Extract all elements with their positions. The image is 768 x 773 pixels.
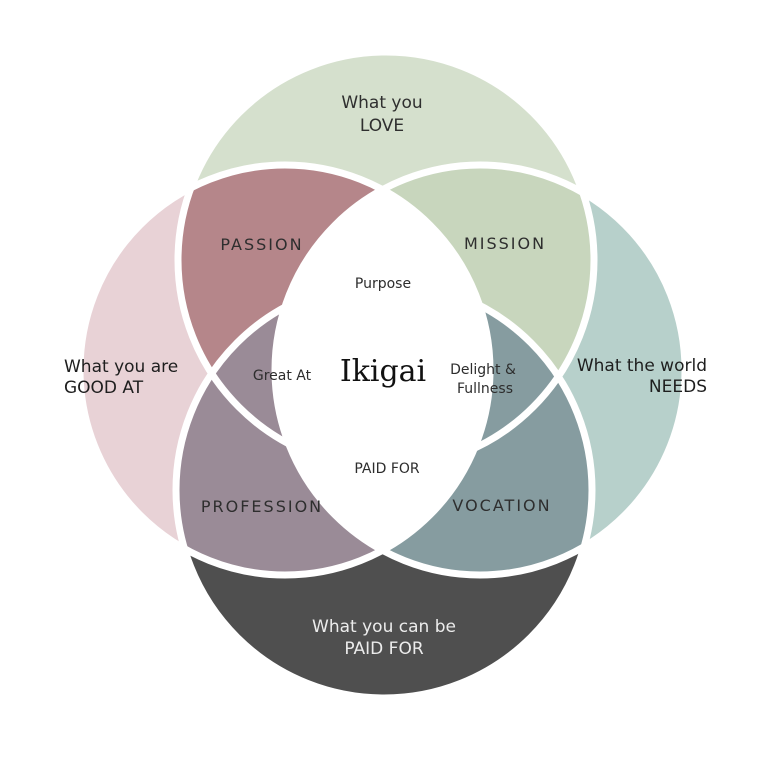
mission-label: MISSION: [464, 234, 546, 253]
ikigai-title: Ikigai: [340, 354, 426, 389]
paid-for-label-line2: PAID FOR: [344, 639, 423, 659]
passion-label: PASSION: [220, 235, 303, 254]
outline-love: [174, 48, 598, 472]
center-core: [275, 165, 490, 575]
outline-good-at: [76, 161, 494, 579]
good-at-label-line2: GOOD AT: [64, 378, 144, 398]
outline-world-needs: [271, 161, 689, 579]
world-needs-label-line1: What the world: [577, 356, 707, 376]
delight-label-line2: Fullness: [457, 381, 513, 397]
delight-label-line1: Delight &: [450, 362, 516, 378]
outline-paid-for: [172, 278, 596, 702]
good-at-label-line1: What you are: [64, 357, 178, 377]
paid-for-label-line1: What you can be: [312, 617, 456, 637]
world-needs-label-line2: NEEDS: [649, 377, 707, 397]
inner-paid-for-label: PAID FOR: [354, 461, 420, 477]
purpose-label: Purpose: [355, 276, 411, 292]
love-label-line1: What you: [341, 93, 422, 113]
love-label-line2: LOVE: [360, 116, 404, 136]
great-at-label: Great At: [253, 368, 312, 384]
profession-label: PROFESSION: [201, 497, 323, 516]
vocation-label: VOCATION: [452, 496, 551, 515]
